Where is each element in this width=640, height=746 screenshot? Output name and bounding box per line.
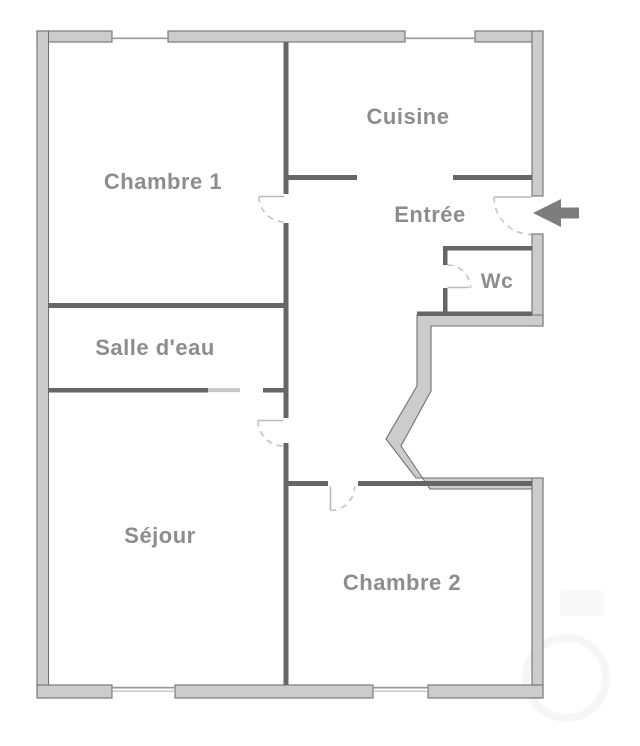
interior-walls [48,42,532,685]
wall-center-vertical-lower [283,443,289,685]
wall-salledeau-sejour-left [48,388,208,393]
wall-wc-left-lower [443,288,448,316]
wall-cuisine-entree-right [453,175,532,180]
wall-right-mid [531,233,544,327]
wall-chambre1-salledeau [48,303,284,308]
wall-chambre2-top-right [358,481,532,486]
wall-bottom-middle [174,684,374,699]
room-label-sejour: Séjour [124,523,195,548]
wall-center-vertical-upper [283,42,289,194]
room-label-salle-deau: Salle d'eau [95,335,215,360]
wall-right-lower [531,477,544,699]
watermark-circle [522,634,610,722]
wall-right-upper [531,30,544,197]
sliding-door-salledeau [208,388,240,393]
wall-center-vertical-middle [283,223,289,418]
door-symbols [257,195,532,512]
door-arc-chambre2 [330,486,356,512]
door-arc-entrance [493,196,532,236]
door-arc-chambre1 [258,196,285,223]
door-arc-sejour [257,420,284,447]
room-label-wc: Wc [481,270,514,293]
room-label-entree: Entrée [394,202,465,227]
watermark-block [560,590,604,616]
room-label-chambre-1: Chambre 1 [104,169,222,194]
wall-wc-left-upper [443,246,448,265]
wall-left [36,30,50,699]
entrance-arrow-icon [533,199,579,227]
room-label-cuisine: Cuisine [367,104,450,129]
room-labels: Chambre 1 Cuisine Entrée Wc Salle d'eau … [95,104,513,595]
door-arc-wc [447,264,472,289]
wall-top-middle [167,30,406,43]
wall-cuisine-entree-left [288,175,357,180]
wall-right-notch-chevron [385,314,544,490]
wall-bottom-right [427,684,544,699]
wall-wc-top [443,246,532,251]
exterior-walls [36,30,544,699]
room-label-chambre-2: Chambre 2 [343,570,461,595]
windows [112,37,475,692]
wall-salledeau-sejour-right [263,388,284,393]
wall-wc-bottom [417,311,532,316]
wall-chambre2-top-left [288,481,328,486]
wall-bottom-left [36,684,113,699]
watermark [522,590,610,722]
